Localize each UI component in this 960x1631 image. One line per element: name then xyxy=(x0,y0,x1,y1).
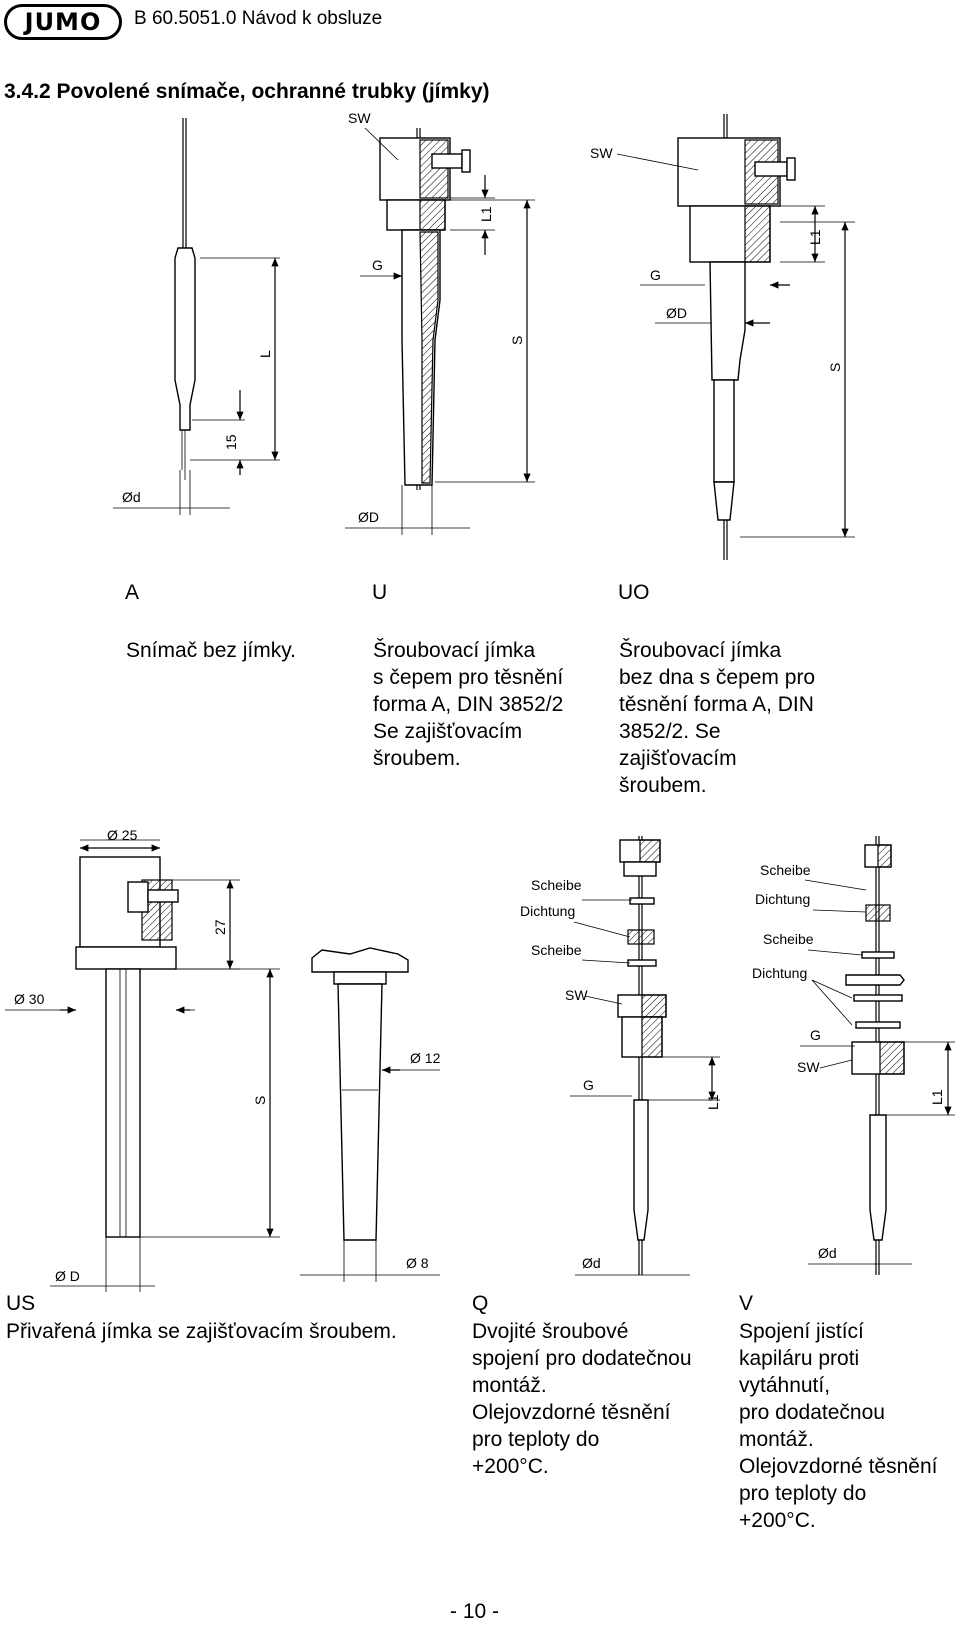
drawing-q: Scheibe Dichtung Scheibe SW G L1 Ød xyxy=(520,836,721,1276)
dim-27-label: 27 xyxy=(212,919,228,935)
dim-l1-label-v: L1 xyxy=(929,1089,945,1105)
scheibe-label-v2: Scheibe xyxy=(763,931,814,947)
scheibe-label-v1: Scheibe xyxy=(760,862,811,878)
page-number: - 10 - xyxy=(450,1600,500,1623)
label-v: V xyxy=(739,1292,754,1315)
dim-8-label: Ø 8 xyxy=(406,1255,429,1271)
dim-l1-label-u: L1 xyxy=(478,206,494,222)
sw-label-q: SW xyxy=(565,987,588,1003)
dichtung-label-q: Dichtung xyxy=(520,903,575,919)
scheibe-label-q1: Scheibe xyxy=(531,877,582,893)
drawing-a: L 15 Ød xyxy=(113,118,280,515)
label-us: US xyxy=(6,1292,36,1315)
dim-l-label: L xyxy=(257,350,273,358)
g-label-q: G xyxy=(583,1077,594,1093)
dim-dD-label-u: ØD xyxy=(358,509,379,525)
dim-s-label-u: S xyxy=(509,336,525,345)
dim-dD-label-uo: ØD xyxy=(666,305,687,321)
dim-d-label-a: Ød xyxy=(122,489,141,505)
drawing-welded-well: Ø 12 Ø 8 xyxy=(300,947,441,1282)
dichtung-label-v1: Dichtung xyxy=(755,891,810,907)
section-title: 3.4.2 Povolené snímače, ochranné trubky … xyxy=(4,80,490,103)
sw-label-u: SW xyxy=(348,110,371,126)
document-id: B 60.5051.0 Návod k obsluze xyxy=(134,8,383,29)
jumo-logo: JUMO xyxy=(4,4,122,40)
dim-s-label-us: S xyxy=(252,1096,268,1105)
dichtung-label-v2: Dichtung xyxy=(752,965,807,981)
desc-q: Dvojité šroubové spojení pro dodatečnou … xyxy=(472,1320,692,1478)
desc-v: Spojení jistící kapiláru proti vytáhnutí… xyxy=(739,1320,938,1532)
drawing-us: Ø 25 27 Ø 30 S Ø D xyxy=(5,827,280,1292)
dim-30-label: Ø 30 xyxy=(14,991,45,1007)
dim-d-label-q: Ød xyxy=(582,1255,601,1271)
drawing-uo: SW G ØD L1 S xyxy=(590,114,855,560)
dim-15-label: 15 xyxy=(223,434,239,450)
drawing-u: SW G L1 S ØD xyxy=(345,110,535,535)
logo-text: JUMO xyxy=(24,8,102,36)
sw-label-v: SW xyxy=(797,1059,820,1075)
label-a: A xyxy=(125,581,140,604)
dim-dD-label-us: Ø D xyxy=(55,1268,80,1284)
dim-l1-label-q: L1 xyxy=(705,1094,721,1110)
dim-s-label-uo: S xyxy=(827,363,843,372)
sw-label-uo: SW xyxy=(590,145,613,161)
dim-d-label-v: Ød xyxy=(818,1245,837,1261)
dim-12-label: Ø 12 xyxy=(410,1050,441,1066)
g-label-uo: G xyxy=(650,267,661,283)
desc-uo: Šroubovací jímka bez dna s čepem pro těs… xyxy=(619,639,816,797)
dim-l1-label-uo: L1 xyxy=(807,229,823,245)
desc-a: Snímač bez jímky. xyxy=(126,639,296,662)
scheibe-label-q2: Scheibe xyxy=(531,942,582,958)
desc-u: Šroubovací jímka s čepem pro těsnění for… xyxy=(373,639,564,770)
drawing-v: Scheibe Dichtung Scheibe Dichtung G SW L… xyxy=(752,836,955,1275)
g-label-u: G xyxy=(372,257,383,273)
g-label-v: G xyxy=(810,1027,821,1043)
label-u: U xyxy=(372,581,388,604)
dim-25-label: Ø 25 xyxy=(107,827,138,843)
label-uo: UO xyxy=(618,581,650,604)
desc-us: Přivařená jímka se zajišťovacím šroubem. xyxy=(6,1320,397,1343)
label-q: Q xyxy=(472,1292,489,1315)
